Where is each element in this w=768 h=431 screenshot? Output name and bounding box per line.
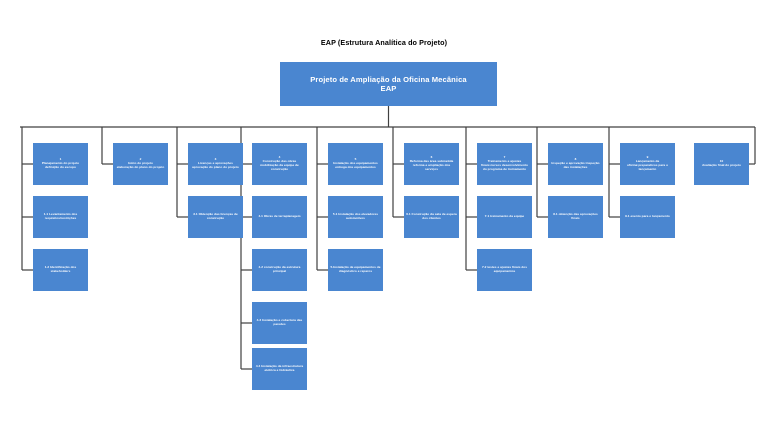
- task-node-4.2: 4.2 construção da estrutura principal: [252, 249, 307, 291]
- task-node-label: 5.Instalação de equipamentos de diagnóst…: [330, 265, 381, 273]
- task-node-label: 6.1 Construção da sala de espera dos cli…: [406, 212, 457, 220]
- task-node-1.1: 1.1 Levantamento dos requisitos/restriçõ…: [33, 196, 88, 238]
- task-node-4.1: 4.1 Obras de terraplanagem: [252, 196, 307, 238]
- task-node-9.1: 9.1 evento para o lançamento: [620, 196, 675, 238]
- task-node-label: 8.1 obtenção das aprovações finais: [553, 212, 598, 220]
- task-node-label: 4.4 Instalação da infraestrutura elétric…: [255, 364, 304, 372]
- task-node-label: 4.3 Instalação e cobertura das paredes: [256, 318, 303, 326]
- task-node-label: 7.1 treinamento da equipe: [484, 214, 525, 219]
- page-title: EAP (Estrutura Analítica do Projeto): [320, 38, 448, 47]
- task-node-5.2: 5.Instalação de equipamentos de diagnóst…: [328, 249, 383, 291]
- task-node-4.4: 4.4 Instalação da infraestrutura elétric…: [252, 348, 307, 390]
- task-node-7.1: 7.1 treinamento da equipe: [477, 196, 532, 238]
- task-node-7.2: 7.2 testes e ajustes finais dos equipame…: [477, 249, 532, 291]
- task-node-label: 1.1 Levantamento dos requisitos/restriçõ…: [43, 212, 78, 220]
- task-node-6.1: 6.1 Construção da sala de espera dos cli…: [404, 196, 459, 238]
- task-node-3.1: 3.1 Obtenção das licenças de construção: [188, 196, 243, 238]
- task-node-label: 4.1 Obras de terraplanagem: [258, 214, 301, 219]
- task-node-label: 7.2 testes e ajustes finais dos equipame…: [481, 265, 528, 273]
- task-node-label: 9.1 evento para o lançamento: [625, 214, 670, 219]
- task-node-label: 5.1 Instalação dos elevadores automotivo…: [332, 212, 379, 220]
- task-node-label: 3.1 Obtenção das licenças de construção: [193, 212, 238, 220]
- task-node-label: 4.2 construção da estrutura principal: [258, 265, 301, 273]
- root-node-label: Projeto de Ampliação da Oficina Mecânica…: [310, 74, 467, 93]
- task-node-1.2: 1.2 Identificação dos stakeholders: [33, 249, 88, 291]
- task-node-5.1: 5.1 Instalação dos elevadores automotivo…: [328, 196, 383, 238]
- task-node-8.1: 8.1 obtenção das aprovações finais: [548, 196, 603, 238]
- root-node: Projeto de Ampliação da Oficina Mecânica…: [280, 62, 497, 106]
- task-node-label: 1.2 Identificação dos stakeholders: [44, 265, 77, 273]
- task-node-4.3: 4.3 Instalação e cobertura das paredes: [252, 302, 307, 344]
